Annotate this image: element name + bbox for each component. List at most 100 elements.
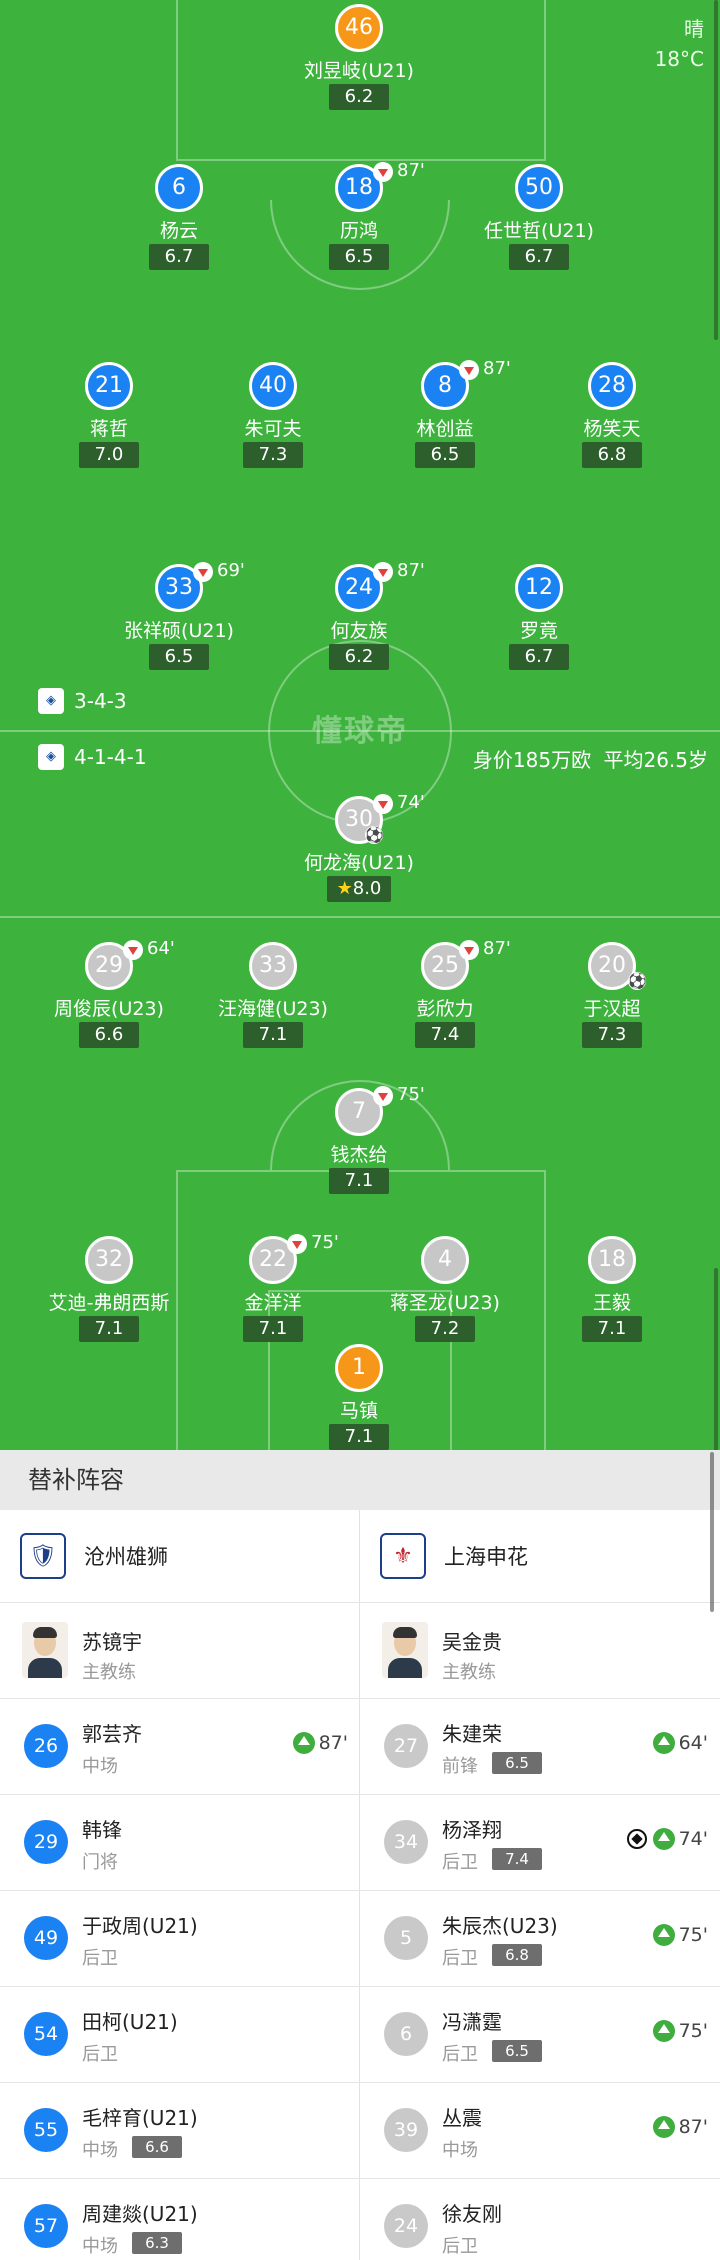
player-name: 徐友刚 [442,2202,502,2226]
substitution-minute: 69' [217,560,245,581]
player-name: 朱辰杰(U23) [442,1914,558,1938]
substitution-minute: 87' [678,2116,708,2138]
scrollbar[interactable] [714,1268,718,1450]
sub-player-right[interactable]: 24 徐友刚后卫 [360,2178,720,2260]
player-position: 中场 [82,1756,118,1777]
player-name: 周俊辰(U23) [54,998,164,1020]
away-formation: ◈ 3-4-3 [38,688,127,714]
player-rating: 7.1 [243,1022,303,1048]
goal-icon: ⚽ [365,826,384,844]
player-position: 后卫 [442,2236,478,2257]
right-team-header[interactable]: ⚜ 上海申花 [360,1510,528,1602]
left-coach[interactable]: 苏镜宇 主教练 [0,1602,360,1698]
player-name: 马镇 [339,1400,378,1422]
player-position: 中场 [82,2140,118,2161]
substitution-in-icon [652,2116,675,2138]
market-value: 身价185万欧 [472,748,592,772]
substitution-minute: 74' [397,792,425,813]
player-name: 丛震 [442,2106,482,2130]
average-age: 平均26.5岁 [603,748,708,772]
player-number: 8 [421,362,469,410]
player-position: 后卫 [442,2044,478,2065]
substitution-minute: 87' [483,938,511,959]
team-divider [0,916,720,918]
avatar [382,1622,428,1678]
player-name: 彭欣力 [416,998,474,1020]
player-rating: 7.1 [243,1316,303,1342]
player-name: 历鸿 [339,220,378,242]
player-number: 55 [24,2108,68,2152]
player-rating: 6.2 [329,644,389,670]
player-number: 24 [384,2204,428,2248]
player-rating: 6.7 [509,244,569,270]
left-team-header[interactable]: 🛡 沧州雄狮 [0,1510,168,1602]
row-divider [0,2082,720,2083]
player-rating: 7.3 [243,442,303,468]
substitution-in-icon [652,2020,675,2042]
player-number: 26 [24,1724,68,1768]
player-position: 前锋 [442,1756,478,1777]
player-name: 张祥硕(U21) [124,620,234,642]
player-number: 54 [24,2012,68,2056]
substitution-minute: 87' [397,560,425,581]
substitution-minute: 75' [678,1924,708,1946]
substitution-minute: 87' [483,358,511,379]
goal-area-bottom [268,1290,452,1450]
player-rating: 7.0 [79,442,139,468]
substitution-out-icon [193,562,213,582]
coach-role: 主教练 [442,1662,496,1683]
player-name: 杨泽翔 [442,1818,502,1842]
scrollbar[interactable] [710,1452,714,1612]
watermark: 懂球帝 [312,714,408,749]
player-rating: 6.8 [492,1944,542,1966]
right-coach[interactable]: 吴金贵 主教练 [360,1602,720,1698]
weather-info: 晴 18°C [655,14,704,74]
right-team-name: 上海申花 [444,1545,528,1569]
substitution-out-icon [123,940,143,960]
penalty-box-top [176,0,546,161]
player-rating: 7.1 [79,1316,139,1342]
player-rating: 6.5 [492,2040,542,2062]
player-number: 34 [384,1820,428,1864]
player-number: 28 [588,362,636,410]
player-name: 田柯(U21) [82,2010,178,2034]
substitution-out-icon [373,162,393,182]
player-position: 门将 [82,1852,118,1873]
away-formation-label: 3-4-3 [74,689,127,713]
scrollbar[interactable] [714,0,718,340]
row-divider [0,2178,720,2179]
